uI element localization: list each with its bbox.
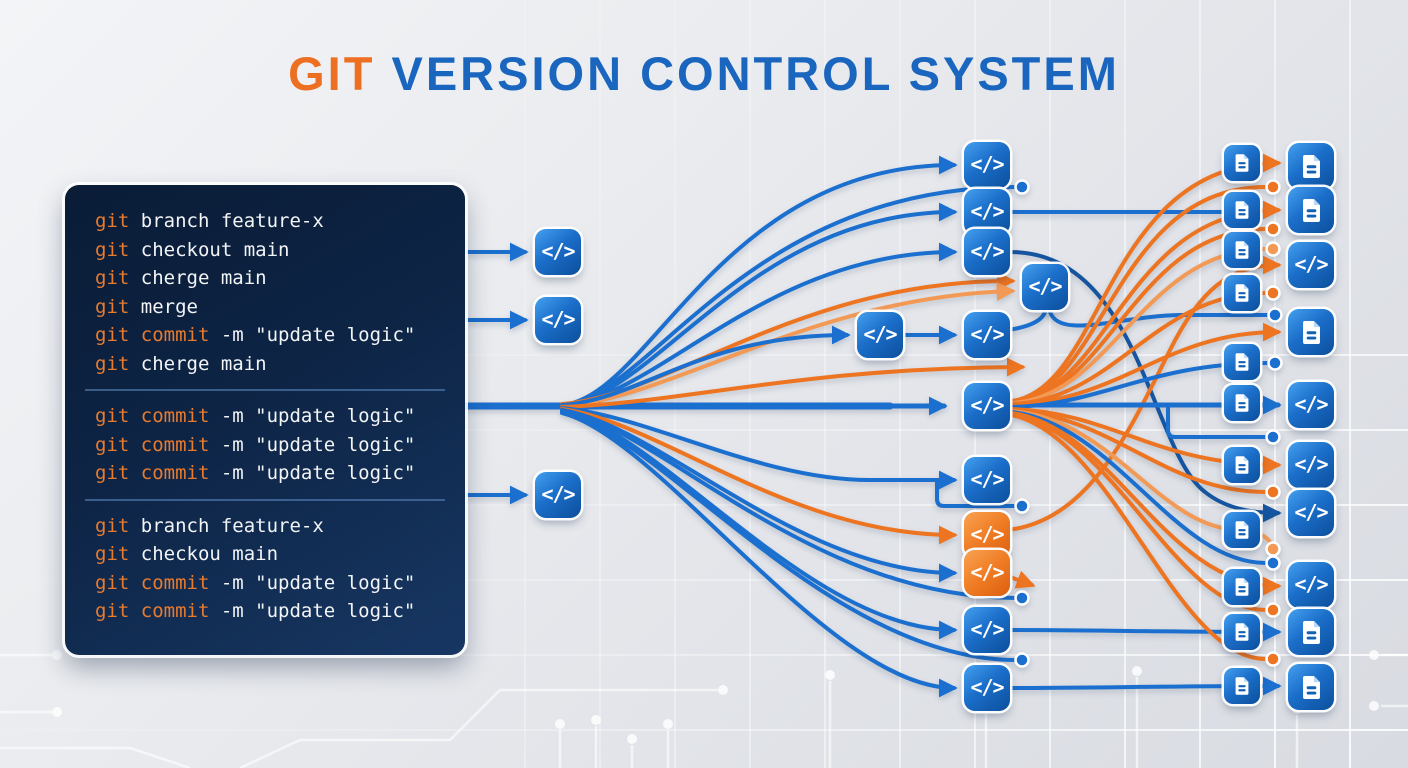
connector-endpoint-dot — [1267, 307, 1283, 323]
flow-connector — [935, 480, 1018, 508]
page-title: GIT VERSION CONTROL SYSTEM — [0, 46, 1408, 101]
connector-endpoint-dot — [1265, 179, 1281, 195]
flow-connector — [1010, 412, 1268, 612]
flow-connector — [1006, 310, 1047, 332]
flow-connector — [1010, 322, 1282, 406]
connector-endpoint-dot — [1265, 241, 1281, 257]
flow-connector — [560, 408, 1018, 600]
terminal-command-line: git commit -m "update logic" — [95, 571, 416, 594]
connector-endpoint-dot — [1265, 221, 1281, 237]
terminal-command-line: git cherge main — [95, 352, 267, 375]
flow-connector — [1008, 676, 1282, 696]
title-rest: VERSION CONTROL SYSTEM — [375, 47, 1120, 100]
flow-connector — [560, 202, 958, 407]
connector-endpoint-dot — [1014, 590, 1030, 606]
terminal-command-line: git commit -m "update logic" — [95, 433, 416, 456]
terminal-command-line: git merge — [95, 295, 198, 318]
flow-connector — [560, 406, 958, 490]
circuit-traces — [0, 653, 1408, 768]
terminal-command-line: git commit -m "update logic" — [95, 600, 416, 622]
flow-connector — [1008, 570, 1036, 589]
terminal-block-divider — [85, 498, 445, 501]
connector-endpoint-dot — [1014, 652, 1030, 668]
connector-endpoint-dot — [1267, 355, 1283, 371]
flow-connector — [560, 281, 1016, 408]
flow-connector — [560, 155, 958, 407]
terminal-command-line: git cherge main — [95, 267, 267, 289]
terminal-command-line: git checkou main — [95, 543, 279, 565]
flow-connector — [560, 357, 1026, 409]
flow-connector — [1010, 410, 1268, 565]
git-terminal-panel: git branch feature-x git checkout main git… — [65, 185, 465, 655]
flow-connector — [560, 411, 958, 698]
flow-connector — [1010, 247, 1268, 405]
flow-connector — [1010, 200, 1282, 404]
flow-connector — [560, 407, 958, 545]
flow-connector — [1010, 153, 1282, 403]
flow-connector — [1010, 408, 1268, 494]
connector-endpoint-dot — [1265, 285, 1281, 301]
connector-endpoint-dot — [1265, 555, 1281, 571]
terminal-command-line: git branch feature-x — [95, 210, 324, 232]
connector-endpoint-dot — [1265, 429, 1281, 445]
flow-connector — [1166, 403, 1268, 439]
terminal-command-list: git branch feature-x git checkout main git… — [85, 207, 465, 626]
flow-connector — [560, 410, 1018, 662]
terminal-command-line: git commit -m "update logic" — [95, 405, 416, 427]
flow-connector — [1010, 409, 1242, 532]
terminal-command-line: git checkout main — [95, 238, 290, 261]
connector-endpoint-dot — [1265, 484, 1281, 500]
terminal-command-line: git branch feature-x — [95, 514, 324, 537]
terminal-block-divider — [85, 389, 445, 391]
flow-connector — [560, 409, 958, 640]
flow-connector — [1048, 310, 1270, 328]
connector-endpoint-dot — [1265, 541, 1281, 557]
flow-connector — [1008, 622, 1282, 642]
connector-endpoint-dot — [1014, 498, 1030, 514]
flow-connector — [560, 271, 1016, 406]
flow-connector — [560, 325, 851, 407]
flow-connector — [1008, 250, 1282, 523]
connector-endpoint-dot — [1265, 602, 1281, 618]
terminal-command-line: git commit -m "update logic" — [95, 462, 416, 484]
flow-connector — [1010, 185, 1268, 404]
title-accent: GIT — [288, 47, 376, 100]
flow-connector — [560, 185, 1018, 407]
connector-endpoint-dot — [1265, 651, 1281, 667]
terminal-command-line: git commit -m "update logic" — [95, 324, 416, 346]
connector-endpoint-dot — [1014, 179, 1030, 195]
